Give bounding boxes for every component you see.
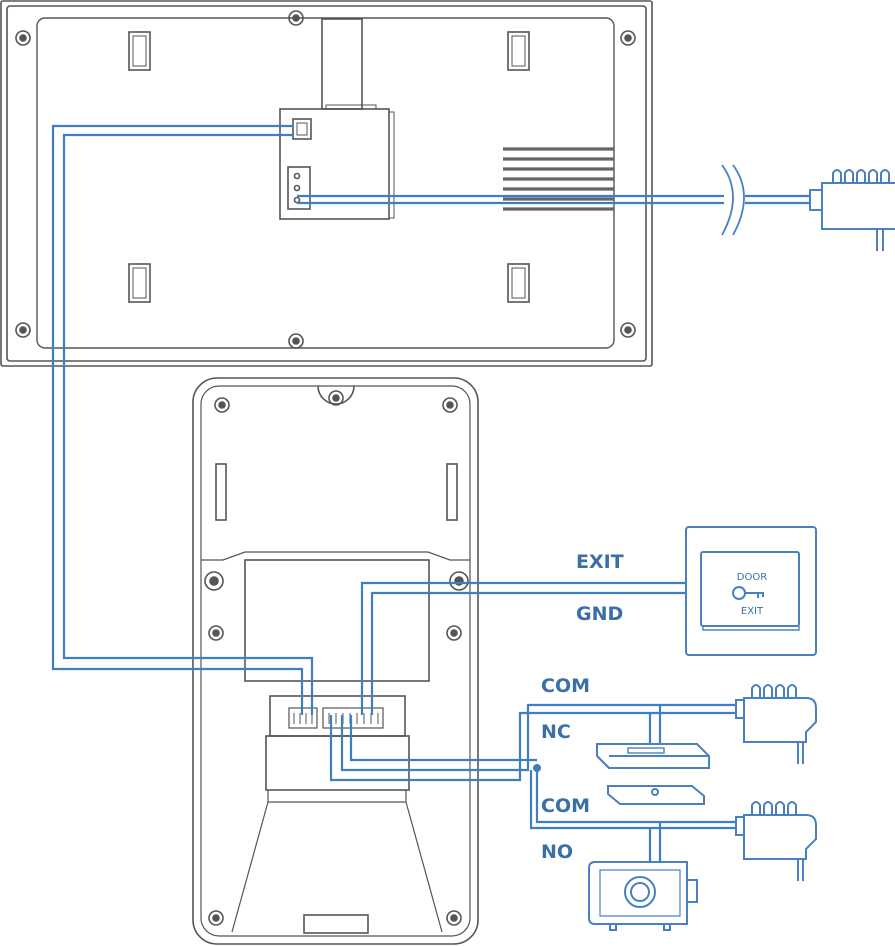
wires (51, 124, 810, 862)
label-gnd: GND (576, 603, 623, 625)
terminal-module (269, 695, 406, 737)
key-icon (732, 586, 764, 600)
wire-junction (533, 764, 541, 772)
mounting-slot (128, 263, 151, 303)
ribbon-cable (321, 18, 363, 110)
speaker-vents (503, 147, 614, 211)
monitor-screw (288, 10, 304, 26)
label-com-2: COM (541, 795, 590, 817)
exit-wire (360, 581, 686, 715)
mounting-slot (128, 31, 151, 71)
power-adapter-icon (735, 684, 817, 764)
bus-terminal (292, 118, 312, 140)
electric-bolt-lock-icon (588, 861, 698, 931)
mounting-slot (507, 263, 530, 303)
bus-wire (51, 124, 304, 715)
mounting-slot (507, 31, 530, 71)
outdoor-camera-unit (192, 377, 479, 945)
monitor-screw (288, 333, 304, 349)
exit-button-line2: EXIT (741, 606, 764, 617)
monitor-screw (15, 322, 31, 338)
wire-break (721, 164, 745, 236)
power-terminal (287, 166, 311, 210)
exit-button-line1: DOOR (737, 572, 767, 583)
indoor-monitor (0, 0, 653, 367)
label-com-1: COM (541, 675, 590, 697)
magnetic-lock-icon (596, 743, 710, 805)
monitor-screw (620, 30, 636, 46)
power-adapter-icon (735, 801, 817, 881)
label-exit: EXIT (576, 551, 624, 573)
label-nc: NC (541, 721, 571, 743)
monitor-screw (15, 30, 31, 46)
power-adapter-icon (809, 169, 895, 251)
label-no: NO (541, 841, 573, 863)
monitor-screw (620, 322, 636, 338)
bus-wire (62, 133, 314, 715)
gnd-wire (370, 591, 686, 715)
exit-button-device (685, 526, 817, 656)
